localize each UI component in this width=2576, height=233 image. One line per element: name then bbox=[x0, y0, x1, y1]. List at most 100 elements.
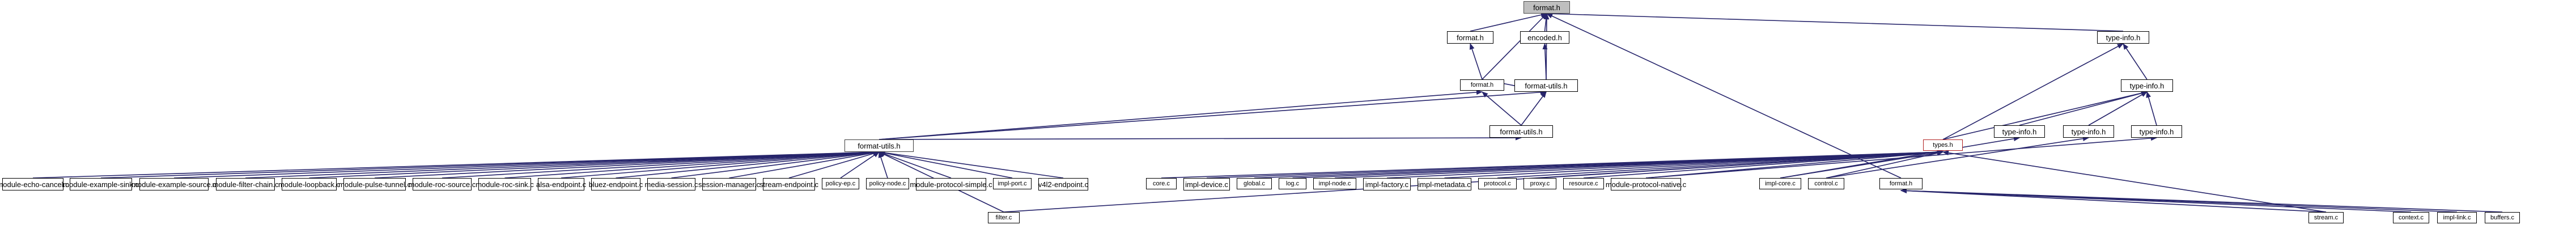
graph-node-type-info-h[interactable]: type-info.h bbox=[2121, 79, 2173, 92]
graph-node-context-c[interactable]: context.c bbox=[2393, 212, 2429, 223]
graph-node-label: global.c bbox=[1244, 180, 1265, 187]
graph-node-impl-factory-c[interactable]: impl-factory.c bbox=[1363, 178, 1411, 190]
graph-node-types-h[interactable]: types.h bbox=[1923, 139, 1963, 151]
graph-node-label: buffers.c bbox=[2490, 214, 2514, 221]
graph-node-format-h[interactable]: format.h bbox=[1460, 79, 1504, 91]
graph-edge bbox=[878, 150, 1064, 179]
graph-edge bbox=[1942, 43, 2124, 140]
graph-node-media-session-c[interactable]: media-session.c bbox=[644, 178, 698, 190]
graph-edge bbox=[2019, 91, 2148, 126]
graph-edge bbox=[442, 150, 880, 179]
graph-node-label: module-loopback.c bbox=[278, 180, 341, 189]
graph-node-label: resource.c bbox=[1569, 180, 1598, 187]
graph-node-format-utils-h[interactable]: format-utils.h bbox=[1514, 79, 1578, 92]
graph-node-label: media-session.c bbox=[644, 180, 698, 189]
graph-node-format-h[interactable]: format.h bbox=[1523, 1, 1570, 14]
graph-node-label: impl-node.c bbox=[1318, 180, 1351, 187]
graph-node-module-roc-sink-c[interactable]: module-roc-sink.c bbox=[476, 178, 534, 190]
graph-node-module-protocol-native-c[interactable]: module-protocol-native.c bbox=[1606, 178, 1686, 190]
graph-node-filter-c[interactable]: filter.c bbox=[988, 212, 1020, 223]
graph-node-module-loopback-c[interactable]: module-loopback.c bbox=[278, 178, 340, 190]
graph-node-label: v4l2-endpoint.c bbox=[1038, 180, 1089, 189]
graph-edge bbox=[788, 151, 880, 179]
graph-node-module-pulse-tunnel-c[interactable]: module-pulse-tunnel.c bbox=[338, 178, 411, 190]
graph-edge bbox=[729, 150, 880, 179]
graph-node-module-roc-source-c[interactable]: module-roc-source.c bbox=[409, 178, 476, 190]
graph-edge bbox=[1482, 91, 1522, 126]
graph-node-resource-c[interactable]: resource.c bbox=[1563, 178, 1604, 189]
graph-node-stream-endpoint-c[interactable]: stream-endpoint.c bbox=[759, 178, 818, 190]
graph-node-impl-node-c[interactable]: impl-node.c bbox=[1313, 178, 1356, 189]
graph-edge bbox=[2123, 43, 2148, 80]
graph-edge bbox=[309, 149, 880, 179]
graph-node-label: bluez-endpoint.c bbox=[588, 180, 643, 189]
graph-node-label: impl-factory.c bbox=[1365, 180, 1409, 189]
graph-node-impl-metadata-c[interactable]: impl-metadata.c bbox=[1418, 178, 1471, 190]
graph-node-type-info-h[interactable]: type-info.h bbox=[2063, 125, 2114, 138]
graph-edge bbox=[1469, 43, 1483, 80]
graph-node-impl-port-c[interactable]: impl-port.c bbox=[993, 178, 1032, 189]
graph-node-alsa-endpoint-c[interactable]: alsa-endpoint.c bbox=[536, 178, 587, 190]
graph-node-format-utils-h[interactable]: format-utils.h bbox=[1489, 125, 1553, 138]
graph-node-core-c[interactable]: core.c bbox=[1146, 178, 1177, 189]
graph-edge bbox=[504, 150, 880, 179]
graph-node-policy-node-c[interactable]: policy-node.c bbox=[866, 178, 909, 189]
graph-edge bbox=[1826, 150, 1944, 179]
graph-node-format-h[interactable]: format.h bbox=[1447, 31, 1493, 44]
graph-node-impl-device-c[interactable]: impl-device.c bbox=[1183, 178, 1230, 190]
graph-node-bluez-endpoint-c[interactable]: bluez-endpoint.c bbox=[588, 178, 643, 190]
graph-node-session-manager-c[interactable]: session-manager.c bbox=[698, 178, 760, 190]
graph-edge bbox=[1542, 43, 1548, 80]
graph-edge bbox=[1546, 11, 2124, 32]
graph-node-protocol-c[interactable]: protocol.c bbox=[1478, 178, 1517, 189]
graph-node-buffers-c[interactable]: buffers.c bbox=[2485, 212, 2520, 223]
graph-node-label: impl-device.c bbox=[1185, 180, 1228, 189]
graph-node-label: proxy.c bbox=[1530, 180, 1550, 187]
graph-edge bbox=[1482, 13, 1547, 80]
graph-node-label: module-roc-source.c bbox=[408, 180, 476, 189]
graph-node-label: format.h bbox=[1533, 3, 1560, 12]
graph-node-label: type-info.h bbox=[2129, 81, 2165, 90]
graph-node-module-echo-cancel-c[interactable]: module-echo-cancel.c bbox=[0, 178, 69, 190]
graph-node-label: policy-ep.c bbox=[825, 180, 856, 187]
graph-edge bbox=[671, 150, 880, 179]
graph-node-encoded-h[interactable]: encoded.h bbox=[1520, 31, 1569, 44]
graph-node-log-c[interactable]: log.c bbox=[1279, 178, 1306, 189]
graph-node-label: type-info.h bbox=[2139, 127, 2174, 136]
graph-node-label: module-protocol-native.c bbox=[1605, 180, 1687, 189]
graph-node-module-example-sink-c[interactable]: module-example-sink.c bbox=[63, 178, 139, 190]
graph-node-type-info-h[interactable]: type-info.h bbox=[1994, 125, 2045, 138]
graph-node-module-filter-chain-c[interactable]: module-filter-chain.c bbox=[212, 178, 279, 190]
graph-node-policy-ep-c[interactable]: policy-ep.c bbox=[822, 178, 859, 189]
graph-node-label: policy-node.c bbox=[869, 180, 906, 187]
graph-node-format-h[interactable]: format.h bbox=[1879, 178, 1923, 189]
graph-node-label: stream.c bbox=[2314, 214, 2339, 221]
graph-node-label: format-utils.h bbox=[858, 141, 901, 150]
graph-node-format-utils-h[interactable]: format-utils.h bbox=[844, 139, 914, 152]
graph-node-stream-c[interactable]: stream.c bbox=[2308, 212, 2344, 223]
graph-node-impl-link-c[interactable]: impl-link.c bbox=[2437, 212, 2477, 223]
graph-node-label: format-utils.h bbox=[1525, 81, 1568, 90]
graph-node-label: control.c bbox=[1814, 180, 1838, 187]
graph-node-impl-core-c[interactable]: impl-core.c bbox=[1759, 178, 1801, 189]
graph-node-label: format.h bbox=[1889, 180, 1913, 187]
graph-node-label: alsa-endpoint.c bbox=[536, 180, 587, 189]
graph-edge bbox=[561, 150, 880, 179]
graph-node-label: format-utils.h bbox=[1500, 127, 1543, 136]
graph-edge bbox=[878, 151, 952, 179]
graph-node-module-protocol-simple-c[interactable]: module-protocol-simple.c bbox=[910, 178, 992, 190]
graph-edge bbox=[1942, 90, 2148, 140]
graph-node-label: module-example-sink.c bbox=[63, 180, 139, 189]
graph-node-label: type-info.h bbox=[2071, 127, 2106, 136]
graph-node-label: module-filter-chain.c bbox=[212, 180, 279, 189]
graph-node-type-info-h[interactable]: type-info.h bbox=[2131, 125, 2182, 138]
graph-node-global-c[interactable]: global.c bbox=[1237, 178, 1272, 189]
graph-node-label: context.c bbox=[2398, 214, 2424, 221]
graph-node-proxy-c[interactable]: proxy.c bbox=[1523, 178, 1556, 189]
graph-node-control-c[interactable]: control.c bbox=[1808, 178, 1844, 189]
graph-node-v4l2-endpoint-c[interactable]: v4l2-endpoint.c bbox=[1038, 178, 1088, 190]
graph-node-module-example-source-c[interactable]: module-example-source.c bbox=[131, 178, 217, 190]
graph-node-type-info-h[interactable]: type-info.h bbox=[2097, 31, 2149, 44]
